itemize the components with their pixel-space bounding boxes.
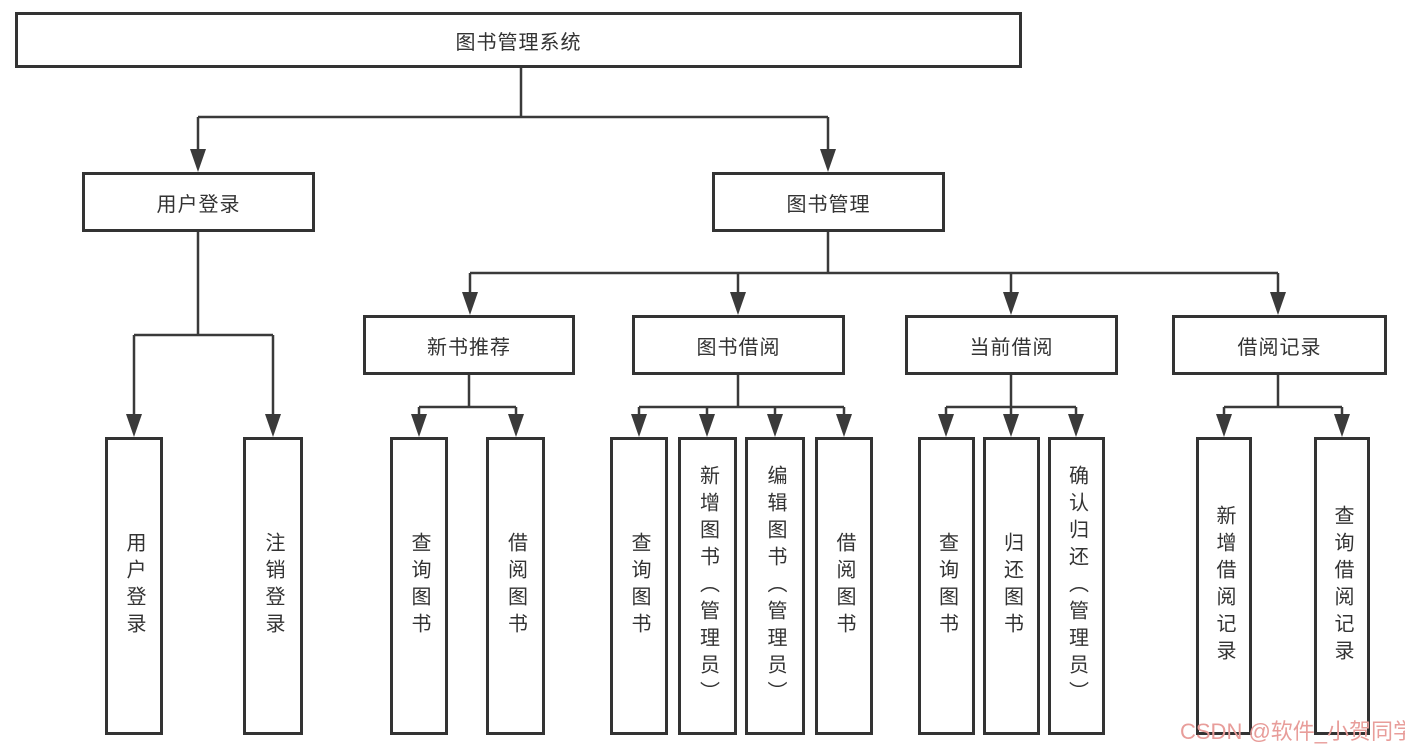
node-current-borrow: 当前借阅 — [905, 315, 1118, 375]
leaf-borrow-book-recommend-label: 借阅图书 — [504, 532, 527, 640]
arrow-down-icon — [190, 149, 206, 172]
edge-new-book-recommend — [417, 375, 518, 419]
node-book-borrow: 图书借阅 — [632, 315, 845, 375]
node-book-management: 图书管理 — [712, 172, 945, 232]
arrow-down-icon — [730, 292, 746, 315]
leaf-confirm-return-admin: 确认归还（管理员） — [1048, 437, 1105, 735]
arrow-down-icon — [126, 414, 142, 437]
leaf-add-book-admin-label: 新增图书（管理员） — [696, 464, 719, 708]
watermark: CSDN @软件_小贺同学 — [1180, 719, 1405, 744]
leaf-query-book-borrow-label: 查询图书 — [628, 532, 650, 640]
leaf-query-book-borrow: 查询图书 — [610, 437, 668, 735]
edge-current-borrow — [944, 375, 1078, 419]
leaf-query-book-current: 查询图书 — [918, 437, 975, 735]
node-book-management-label: 图书管理 — [786, 193, 871, 216]
arrow-down-icon — [462, 292, 478, 315]
arrow-down-icon — [820, 149, 836, 172]
leaf-query-borrow-record: 查询借阅记录 — [1314, 437, 1370, 735]
node-new-book-recommend-label: 新书推荐 — [427, 336, 511, 359]
leaf-user-login-label: 用户登录 — [123, 532, 145, 640]
node-borrow-records: 借阅记录 — [1172, 315, 1387, 375]
arrow-down-icon — [1003, 414, 1019, 437]
node-root-label: 图书管理系统 — [455, 31, 582, 54]
node-user-login-label: 用户登录 — [156, 193, 241, 216]
arrow-down-icon — [1270, 292, 1286, 315]
arrow-down-icon — [1003, 292, 1019, 315]
leaf-add-borrow-record-label: 新增借阅记录 — [1213, 505, 1235, 667]
leaf-query-book-recommend: 查询图书 — [390, 437, 448, 735]
edge-user-login — [132, 232, 275, 419]
leaf-query-borrow-record-label: 查询借阅记录 — [1331, 505, 1353, 667]
leaf-edit-book-admin: 编辑图书（管理员） — [745, 437, 805, 735]
leaf-edit-book-admin-label: 编辑图书（管理员） — [764, 464, 786, 708]
arrow-down-icon — [265, 414, 281, 437]
leaf-add-borrow-record: 新增借阅记录 — [1196, 437, 1252, 735]
leaf-return-book-label: 归还图书 — [1000, 532, 1023, 640]
leaf-logout-label: 注销登录 — [262, 532, 284, 640]
leaf-borrow-book: 借阅图书 — [815, 437, 873, 735]
node-user-login: 用户登录 — [82, 172, 315, 232]
edge-root — [196, 68, 830, 153]
leaf-confirm-return-admin-label: 确认归还（管理员） — [1065, 464, 1088, 708]
leaf-return-book: 归还图书 — [983, 437, 1040, 735]
arrow-down-icon — [631, 414, 647, 437]
node-book-borrow-label: 图书借阅 — [696, 336, 781, 359]
node-borrow-records-label: 借阅记录 — [1237, 336, 1322, 359]
leaf-borrow-book-recommend: 借阅图书 — [486, 437, 545, 735]
arrow-down-icon — [411, 414, 427, 437]
arrow-down-icon — [508, 414, 524, 437]
node-root: 图书管理系统 — [15, 12, 1022, 68]
arrow-down-icon — [1216, 414, 1232, 437]
leaf-query-book-recommend-label: 查询图书 — [408, 532, 430, 640]
node-new-book-recommend: 新书推荐 — [363, 315, 575, 375]
leaf-logout: 注销登录 — [243, 437, 303, 735]
edge-book-management — [468, 232, 1280, 297]
arrow-down-icon — [767, 414, 783, 437]
arrow-down-icon — [1068, 414, 1084, 437]
leaf-borrow-book-label: 借阅图书 — [833, 532, 855, 640]
leaf-query-book-current-label: 查询图书 — [935, 532, 958, 640]
arrow-down-icon — [1334, 414, 1350, 437]
edge-book-borrow — [637, 375, 846, 419]
arrow-down-icon — [836, 414, 852, 437]
leaf-add-book-admin: 新增图书（管理员） — [678, 437, 737, 735]
edge-borrow-records — [1222, 375, 1344, 419]
leaf-user-login: 用户登录 — [105, 437, 163, 735]
arrow-down-icon — [699, 414, 715, 437]
node-current-borrow-label: 当前借阅 — [969, 336, 1054, 359]
arrow-down-icon — [938, 414, 954, 437]
